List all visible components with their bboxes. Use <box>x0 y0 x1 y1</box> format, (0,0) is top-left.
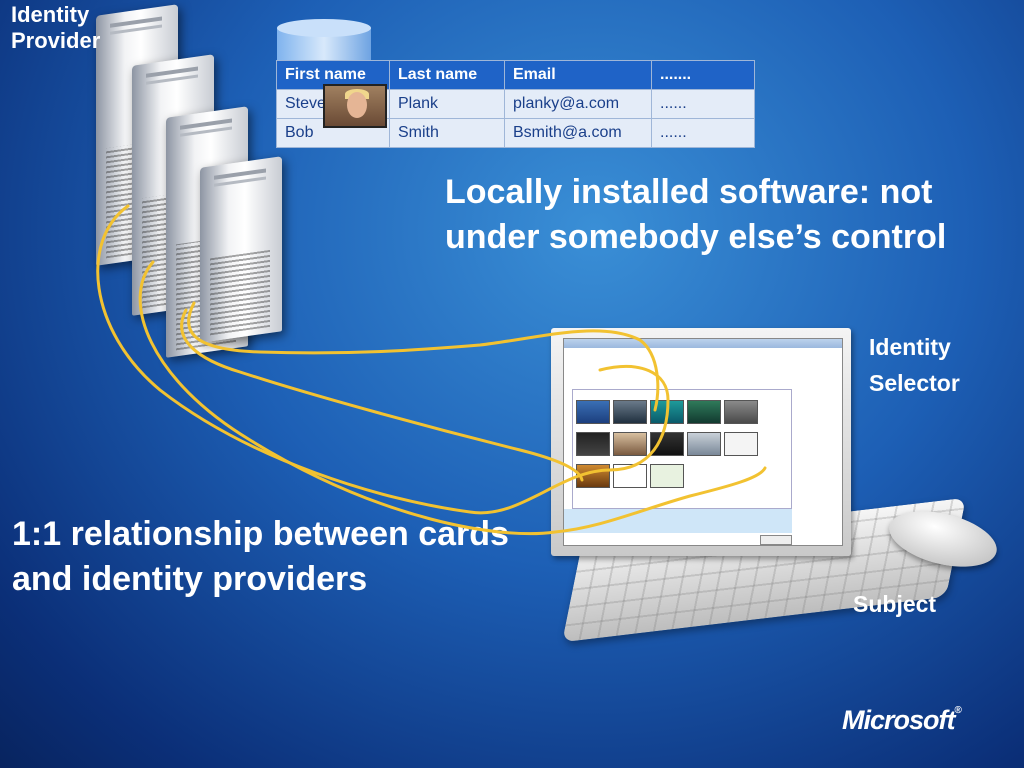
preview-button[interactable] <box>760 535 792 545</box>
table-cell: Bsmith@a.com <box>504 118 652 148</box>
table-row: Bob Smith Bsmith@a.com ...... <box>276 118 755 148</box>
logo-text: Microsoft <box>842 705 955 735</box>
connector-line <box>96 204 670 515</box>
window-titlebar <box>564 339 842 348</box>
card-details-bar <box>564 509 792 533</box>
column-header: ....... <box>651 60 755 90</box>
card-thumbnail[interactable] <box>724 400 758 424</box>
card-thumbnail[interactable] <box>687 400 721 424</box>
column-header: Email <box>504 60 652 90</box>
connector-line <box>138 260 767 536</box>
card-thumbnail[interactable] <box>687 432 721 456</box>
table-cell: Plank <box>389 89 505 119</box>
table-cell: ...... <box>651 89 755 119</box>
card-thumbnail[interactable] <box>613 400 647 424</box>
relationship-text: 1:1 relationship between cards and ident… <box>12 515 509 598</box>
table-cell: ...... <box>651 118 755 148</box>
table-cell: Smith <box>389 118 505 148</box>
cards-panel <box>572 389 792 509</box>
table-cell: planky@a.com <box>504 89 652 119</box>
identity-selector-label: Identity Selector <box>869 330 960 401</box>
card-thumbnail[interactable] <box>576 400 610 424</box>
connector-line <box>180 308 584 482</box>
identity-provider-label: Identity Provider <box>11 2 101 54</box>
identity-selector-line1: Identity <box>869 334 951 360</box>
add-card-button[interactable] <box>650 464 684 488</box>
card-thumbnail[interactable] <box>613 432 647 456</box>
column-header: Last name <box>389 60 505 90</box>
connector-line <box>187 301 660 412</box>
card-thumbnail[interactable] <box>576 432 610 456</box>
user-photo <box>323 84 387 128</box>
identity-selector-line2: Selector <box>869 369 960 396</box>
microsoft-logo: Microsoft® <box>842 705 962 735</box>
subject-label: Subject <box>853 591 937 617</box>
identity-selector-window <box>563 338 843 546</box>
monitor <box>551 328 851 556</box>
headline-text: Locally installed software: not under so… <box>445 173 947 256</box>
card-thumbnail[interactable] <box>724 432 758 456</box>
card-thumbnail[interactable] <box>650 432 684 456</box>
